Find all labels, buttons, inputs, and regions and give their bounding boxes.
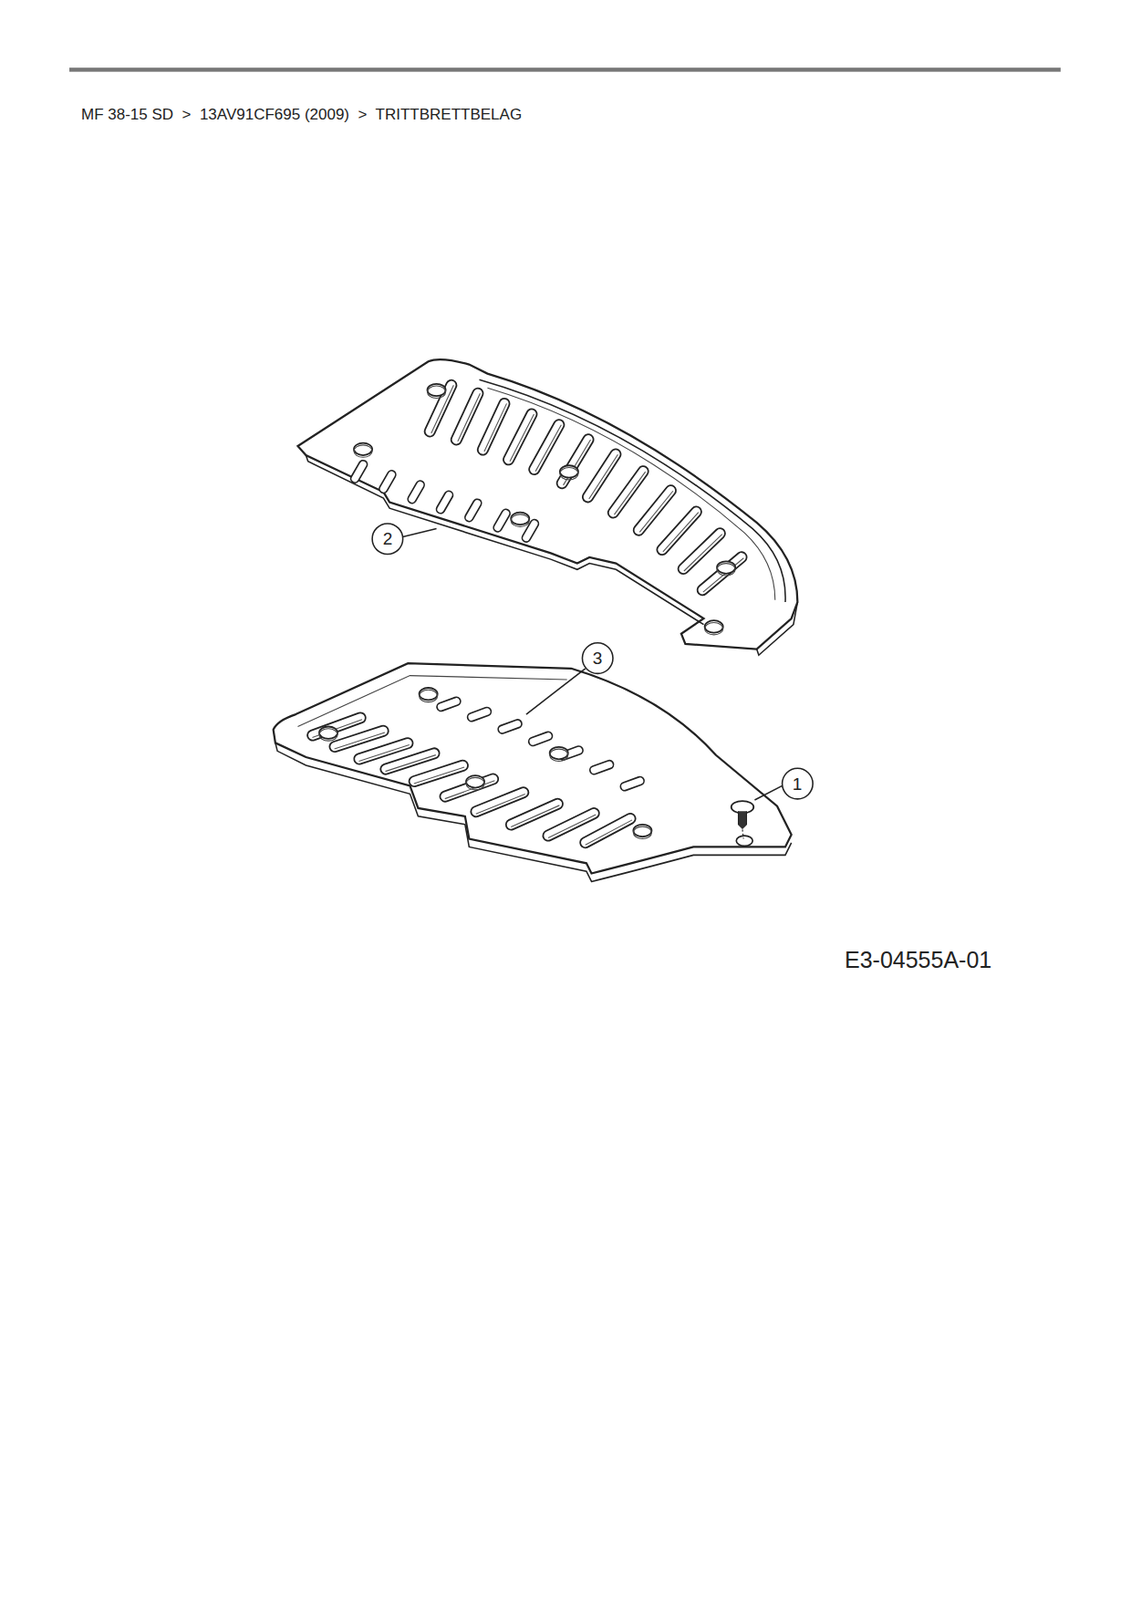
callout-markers (372, 523, 813, 800)
footboard-mat-right (273, 663, 792, 882)
page-title: MF 38-15 SD > 13AV91CF695 (2009) > TRITT… (81, 106, 522, 123)
screw (731, 800, 755, 839)
callout-number: 1 (792, 775, 803, 793)
footboard-mat-left (297, 359, 798, 655)
drawing-code: E3-04555A-01 (844, 948, 992, 972)
callout-number: 2 (383, 529, 394, 548)
callout-number: 3 (592, 649, 603, 667)
